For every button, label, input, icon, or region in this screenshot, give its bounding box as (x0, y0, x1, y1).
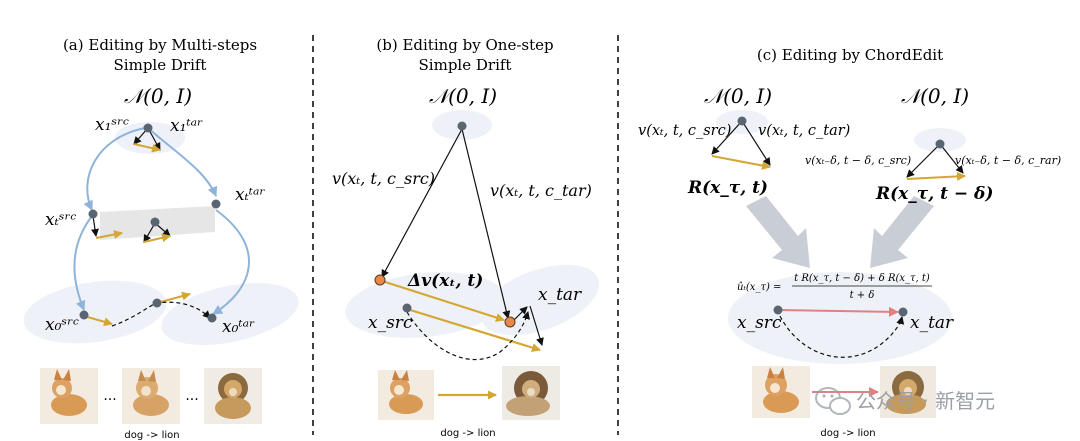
panel-c-tri-left-b (741, 120, 771, 166)
panel-a-caption: dog -> lion (124, 430, 179, 441)
panel-b-arrow-v-src (381, 128, 463, 278)
panel-c-label-v-tar-left: v(xₜ, t, c_tar) (758, 123, 850, 139)
panel-c-node-x-tar (898, 307, 908, 317)
panel-a-lion-thumb (204, 368, 262, 424)
panel-b-node-noise (457, 121, 467, 131)
panel-b-label-v-src: v(xₜ, t, c_src) (332, 169, 435, 188)
panel-c-label-x-src: x_src (737, 313, 782, 333)
panel-a-node-xt-mid (150, 217, 160, 227)
panel-b-node-x-src (402, 303, 412, 313)
panel-a-tri3-a (91, 215, 99, 237)
panel-c-big-arrow-left (746, 196, 810, 268)
panel-a-tri1-drift (133, 143, 161, 153)
panel-a-tri2-drift (143, 233, 171, 243)
panel-a-node-xt-src (88, 209, 98, 219)
panel-b-label-v-tar: v(xₜ, t, c_tar) (490, 181, 592, 200)
panel-a-dog-thumb-2 (122, 368, 180, 424)
panel-a-ellipsis-1: ... (103, 388, 116, 404)
panel-c-formula-lhs: ûₜ(x_τ) = (737, 282, 781, 293)
panel-c-tri-right-b (939, 143, 964, 174)
panel-b-label-delta-v: Δv(xₜ, t) (407, 271, 483, 291)
panel-b-lion-thumb (502, 366, 560, 420)
panel-b-blob-left (345, 272, 505, 338)
watermark-text: 公众号 · 新智元 (856, 389, 995, 413)
panel-c-dog-thumb (752, 366, 810, 418)
panel-a-node-x1 (143, 123, 153, 133)
panel-a-label-x1tar: x₁ᵗᵃʳ (170, 116, 203, 136)
panel-b: (b) Editing by One-step Simple Drift 𝒩(0… (332, 36, 600, 439)
panel-c-blob-bottom (728, 272, 952, 364)
panel-c-formula-denominator: t + δ (850, 290, 875, 301)
panel-b-arrow-v-tar (461, 128, 511, 319)
panel-a-node-x0-tar (207, 313, 217, 323)
panel-c: (c) Editing by ChordEdit 𝒩(0, I) 𝒩(0, I)… (638, 46, 1061, 439)
panel-a-node-x0-src (79, 310, 89, 320)
panel-c-tri-right-a (906, 143, 941, 178)
panel-b-arrow-corr-2 (529, 305, 544, 346)
panel-c-tri-left-a (711, 120, 743, 155)
panel-c-label-x-tar: x_tar (910, 313, 954, 333)
panel-b-arrow-delta-v (381, 279, 505, 322)
panel-a-node-x0-mid (152, 298, 162, 308)
panel-c-tri-left-drift (711, 155, 771, 170)
panel-c-label-R-right: R(x_τ, t − δ) (875, 184, 993, 204)
panel-a-label-x1src: x₁ˢʳᶜ (95, 115, 129, 135)
panel-a-curve-src-upper (83, 127, 146, 211)
panel-c-label-R-left: R(x_τ, t) (687, 178, 768, 198)
panel-a-drift-bottom-mid (156, 291, 191, 304)
panel-a-dog-thumb-1 (40, 368, 98, 424)
panel-b-node-orange-2 (504, 316, 516, 328)
panel-a-node-xt-tar (211, 199, 221, 209)
panel-b-label-x-src: x_src (368, 313, 413, 333)
panel-a-title-2: Simple Drift (114, 56, 207, 74)
panel-c-big-arrow-right (870, 196, 934, 268)
panel-a-curve-tar-upper (147, 127, 218, 197)
panel-b-title-1: (b) Editing by One-step (376, 36, 553, 54)
panel-b-noise-label: 𝒩(0, I) (429, 84, 497, 108)
panel-b-arrow-drift (406, 307, 541, 352)
panel-a-curve-src-lower (73, 215, 93, 311)
panel-a: (a) Editing by Multi-steps Simple Drift … (23, 36, 299, 441)
panel-a-title-1: (a) Editing by Multi-steps (63, 36, 257, 54)
panel-c-node-left (737, 116, 747, 126)
panel-c-tri-right-drift (906, 171, 966, 181)
panel-c-edit-arrow (777, 306, 899, 317)
panel-b-dog-thumb (378, 370, 434, 420)
panel-c-dashed-path (779, 315, 905, 358)
panel-a-label-xttar: xₜᵗᵃʳ (235, 185, 265, 205)
panel-c-title: (c) Editing by ChordEdit (757, 46, 943, 64)
panel-c-formula-numerator: t R(x_τ, t − δ) + δ R(x_τ, t) (794, 273, 930, 284)
panel-a-blob-left (23, 280, 167, 344)
panel-c-node-right (935, 139, 945, 149)
panel-a-tri2-a (143, 222, 156, 243)
panel-a-tri3-drift (95, 230, 123, 239)
panel-a-curve-tar-lower (212, 209, 250, 315)
panel-a-drift-bottom-left (83, 315, 113, 327)
panel-a-blob-top (115, 122, 185, 154)
panel-a-label-x0src: x₀ˢʳᶜ (45, 315, 79, 335)
panel-c-noise-left: 𝒩(0, I) (704, 84, 772, 108)
panel-c-caption: dog -> lion (820, 428, 875, 439)
panel-a-label-x0tar: x₀ᵗᵃʳ (222, 317, 255, 337)
panel-c-node-x-src (773, 305, 783, 315)
panel-a-blob-right (161, 282, 299, 346)
panel-b-title-2: Simple Drift (419, 56, 512, 74)
panel-b-label-x-tar: x_tar (538, 285, 582, 305)
panel-a-noise-label: 𝒩(0, I) (124, 84, 192, 108)
panel-c-label-v-src-left: v(xₜ, t, c_src) (638, 123, 731, 139)
panel-c-noise-right: 𝒩(0, I) (901, 84, 969, 108)
panel-a-ellipsis-2: ... (185, 388, 198, 404)
panel-a-label-xtsrc: xₜˢʳᶜ (45, 210, 76, 230)
watermark: 公众号 · 新智元 (815, 387, 995, 415)
panel-c-label-v-src-right: v(xₜ₋δ, t − δ, c_src) (805, 154, 911, 167)
panel-b-caption: dog -> lion (440, 428, 495, 439)
panel-c-label-v-tar-right: v(xₜ₋δ, t − δ, c_rar) (955, 154, 1061, 167)
wechat-icon (815, 387, 851, 415)
panel-c-lion-thumb (880, 366, 936, 418)
panel-b-node-orange-1 (374, 274, 386, 286)
